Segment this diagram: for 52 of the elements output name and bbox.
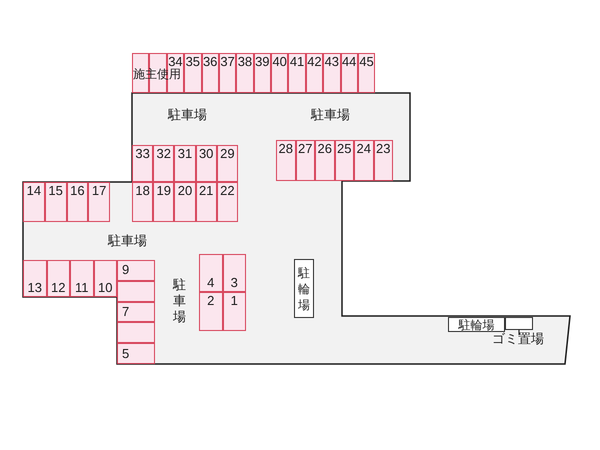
parking-space: 22 [216, 182, 238, 222]
parking-space: 39 [254, 53, 271, 93]
parking-space: 26 [315, 140, 334, 181]
bicycle-parking-sign: 駐輪場 [448, 317, 505, 332]
parking-space: 5 [117, 343, 155, 364]
area-label: 駐車場 [168, 109, 207, 123]
parking-space: 42 [306, 53, 324, 93]
parking-space [117, 322, 155, 344]
parking-space: 41 [288, 53, 306, 93]
parking-space: 18 [132, 182, 154, 222]
parking-space: 38 [236, 53, 254, 93]
area-label: 駐車場 [173, 278, 187, 326]
parking-space: 4 [199, 254, 222, 292]
parking-space: 21 [196, 182, 217, 222]
garbage-area-box [505, 317, 533, 330]
parking-space: 40 [271, 53, 288, 93]
parking-space: 29 [216, 145, 238, 182]
parking-space: 43 [323, 53, 340, 93]
parking-space [117, 280, 155, 302]
area-label: 駐車場 [311, 109, 350, 123]
parking-space: 3 [222, 254, 246, 292]
parking-space: 37 [218, 53, 236, 93]
parking-space: 36 [202, 53, 219, 93]
parking-space: 17 [88, 182, 110, 222]
parking-space: 2 [199, 292, 222, 331]
parking-space: 31 [174, 145, 196, 182]
parking-space: 7 [117, 302, 155, 322]
parking-space: 25 [334, 140, 354, 181]
parking-space: 16 [66, 182, 88, 222]
garbage-area-label: ゴミ置場 [486, 332, 550, 348]
parking-space: 12 [46, 260, 70, 297]
parking-space: 30 [196, 145, 217, 182]
parking-space: 9 [117, 260, 155, 281]
parking-space: 19 [153, 182, 174, 222]
parking-space: 23 [374, 140, 393, 181]
parking-space: 10 [94, 260, 117, 297]
parking-space: 14 [23, 182, 45, 222]
area-label: 駐車場 [108, 235, 147, 249]
parking-space: 11 [70, 260, 94, 297]
parking-space: 35 [184, 53, 202, 93]
parking-space: 32 [153, 145, 174, 182]
parking-space: 13 [23, 260, 46, 297]
parking-space: 1 [222, 292, 246, 331]
parking-space: 28 [276, 140, 296, 181]
parking-space: 20 [174, 182, 196, 222]
parking-space: 33 [132, 145, 154, 182]
parking-space: 27 [296, 140, 315, 181]
parking-space: 44 [340, 53, 358, 93]
parking-space: 24 [354, 140, 374, 181]
parking-space: 45 [358, 53, 376, 93]
parking-space: 15 [44, 182, 66, 222]
bicycle-parking-sign: 駐輪場 [294, 259, 314, 318]
